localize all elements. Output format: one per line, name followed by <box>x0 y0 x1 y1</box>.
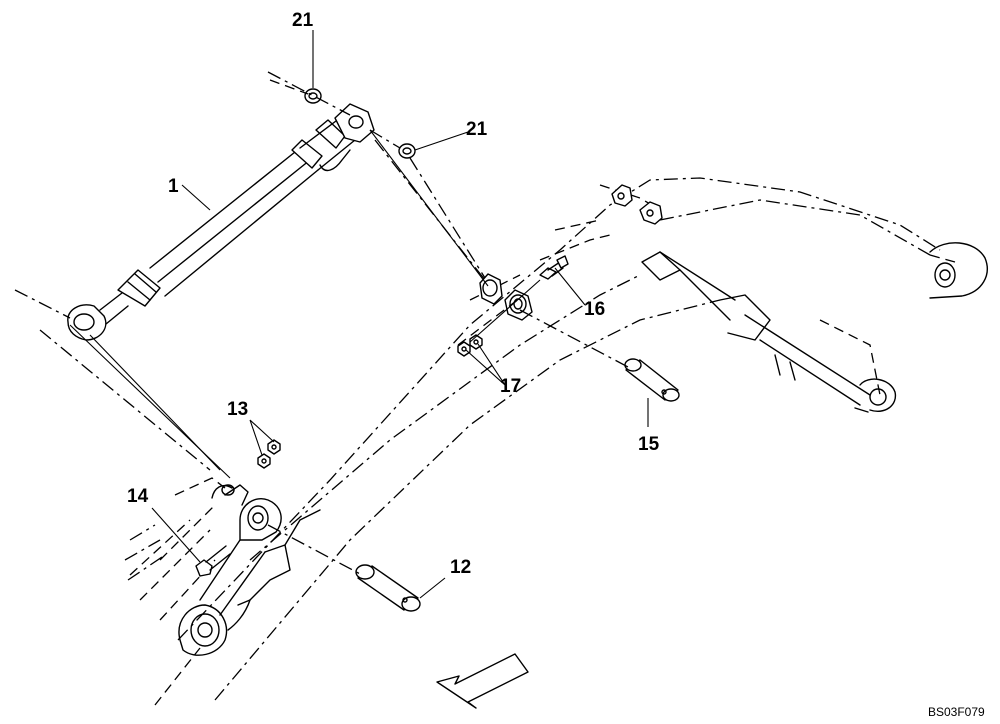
boom-foot-pin <box>854 378 897 413</box>
part-21-upper-shim <box>304 88 322 104</box>
part-12-pin <box>355 564 421 612</box>
boom-brackets <box>611 184 663 225</box>
boom-outline <box>177 177 956 701</box>
leader-lines <box>151 30 649 599</box>
callout-15: 15 <box>638 434 660 455</box>
arm-cylinder <box>67 103 375 341</box>
callout-21-upper: 21 <box>292 10 314 31</box>
callout-1: 1 <box>168 176 179 197</box>
part-14-bolt <box>195 545 231 577</box>
callout-21-lower: 21 <box>466 119 488 140</box>
alignment-lines <box>14 71 631 576</box>
callout-14: 14 <box>127 486 149 507</box>
callout-12: 12 <box>450 557 471 578</box>
front-direction-arrow <box>436 653 529 709</box>
drawing-code: BS03F079 <box>928 705 985 719</box>
part-13-nuts <box>257 439 281 469</box>
part-15-pin <box>624 358 680 402</box>
boom-cylinder <box>641 251 871 406</box>
callout-13: 13 <box>227 399 248 420</box>
callout-17: 17 <box>500 376 521 397</box>
part-16-bolt <box>539 255 569 280</box>
arm-lower <box>124 477 321 706</box>
boom-end-eye <box>929 242 988 299</box>
part-21-lower-shim <box>398 143 416 159</box>
upper-bushing <box>479 273 503 305</box>
callout-16: 16 <box>584 299 605 320</box>
lower-bushing <box>504 289 533 321</box>
